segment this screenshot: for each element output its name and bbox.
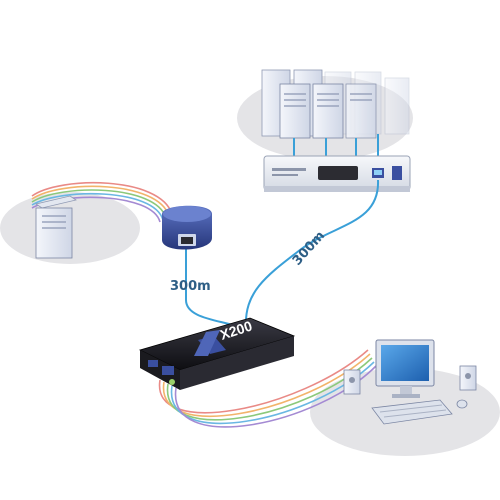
server-cables [293, 134, 379, 156]
server-rack-icon [261, 69, 410, 139]
pc-tower-icon [35, 195, 77, 259]
x200-receiver-icon: X200 [138, 317, 296, 390]
cable-a-distance-label: 300m [170, 279, 211, 294]
pc-rainbow-cable [31, 181, 173, 223]
cam-dongle-icon [162, 205, 212, 250]
cat-cable-b [244, 179, 380, 329]
kvm-switch-icon [263, 155, 411, 192]
workstation-icon [343, 339, 477, 425]
cable-b-distance-label: 300m [290, 228, 328, 268]
